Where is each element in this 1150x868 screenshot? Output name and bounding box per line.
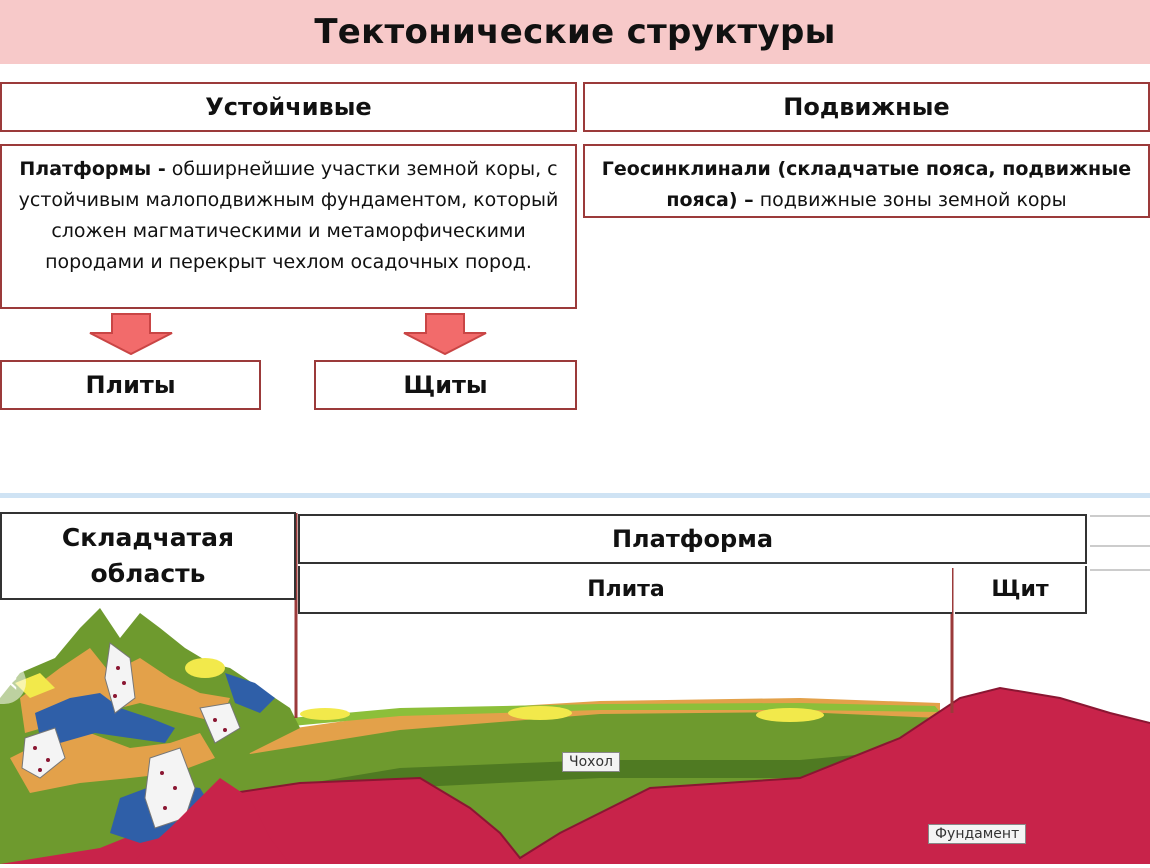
cover-label: Чохол <box>562 752 620 772</box>
platform-label: Платформа <box>298 514 1087 564</box>
plates-box: Плиты <box>0 360 261 410</box>
platform-text: Платформа <box>611 525 774 553</box>
down-arrow-icon <box>403 313 487 355</box>
geosynclines-text: подвижные зоны земной коры <box>759 189 1067 211</box>
stable-header-label: Устойчивые <box>205 93 372 121</box>
plate-text: Плита <box>587 576 665 602</box>
plates-label: Плиты <box>85 371 176 399</box>
platforms-text: обширнейшие участки земной коры, с устой… <box>18 158 559 273</box>
shields-box: Щиты <box>314 360 577 410</box>
basement-label: Фундамент <box>928 824 1027 844</box>
section-divider <box>0 493 1150 498</box>
down-arrow-icon <box>89 313 173 355</box>
mobile-header-label: Подвижные <box>783 93 950 121</box>
shields-label: Щиты <box>403 371 488 399</box>
platforms-term: Платформы - <box>19 158 166 180</box>
shield-label: Щит <box>955 566 1087 614</box>
stable-header: Устойчивые <box>0 82 577 132</box>
plate-label: Плита <box>298 566 952 614</box>
title-bar: Тектонические структуры <box>0 0 1150 64</box>
geosynclines-term: Геосинклинали (складчатые пояса, подвижн… <box>601 158 1132 211</box>
geosynclines-definition: Геосинклинали (складчатые пояса, подвижн… <box>583 144 1150 218</box>
folded-area-text: Складчатая область <box>61 523 235 588</box>
folded-area-label: Складчатая область <box>0 512 296 600</box>
page-title: Тектонические структуры <box>314 12 836 52</box>
chevron-right-icon[interactable]: › <box>1092 660 1136 704</box>
shield-text: Щит <box>991 576 1049 602</box>
mobile-header: Подвижные <box>583 82 1150 132</box>
cross-section-diagram: Складчатая область Платформа Плита Щит Ч… <box>0 498 1150 864</box>
platforms-definition: Платформы - обширнейшие участки земной к… <box>0 144 577 309</box>
